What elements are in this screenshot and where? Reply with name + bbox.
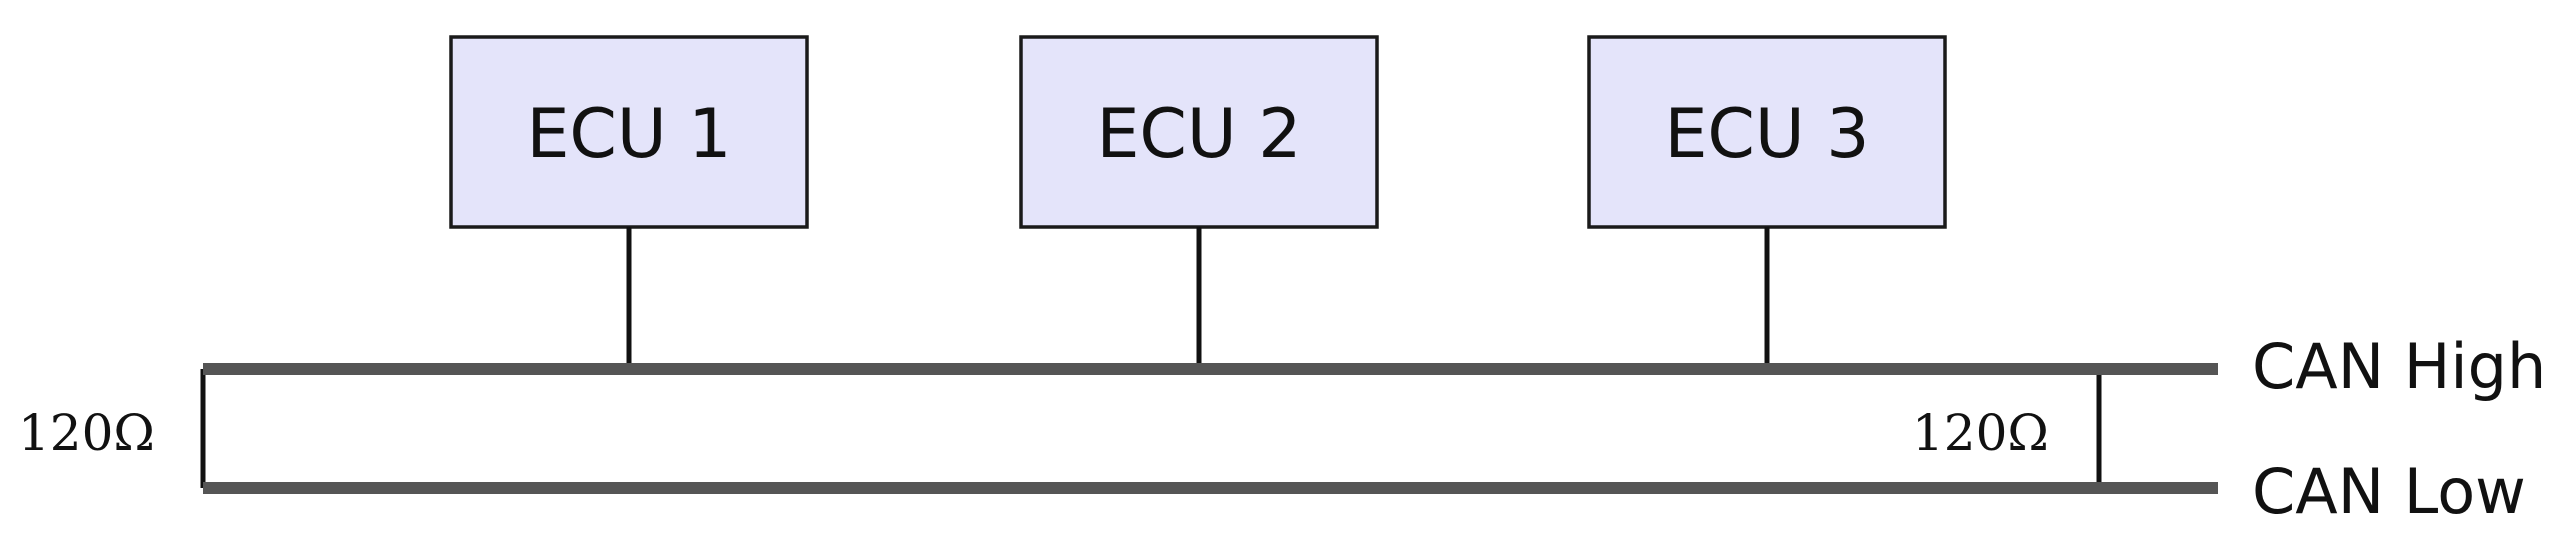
left-resistor-label: 120Ω [18,404,155,462]
ecu-node-2: ECU 2 [1019,35,1379,229]
ecu-node-3: ECU 3 [1587,35,1947,229]
can-low-label: CAN Low [2252,455,2526,528]
ecu-box [1019,35,1379,229]
ecu-label: ECU 1 [526,95,731,174]
ecu-node-1: ECU 1 [449,35,809,229]
ecu-box [449,35,809,229]
ecu-label: ECU 3 [1664,95,1869,174]
ecu-label: ECU 2 [1096,95,1301,174]
ecu-box [1587,35,1947,229]
right-resistor-label: 120Ω [1912,404,2049,462]
can-high-label: CAN High [2252,330,2546,403]
